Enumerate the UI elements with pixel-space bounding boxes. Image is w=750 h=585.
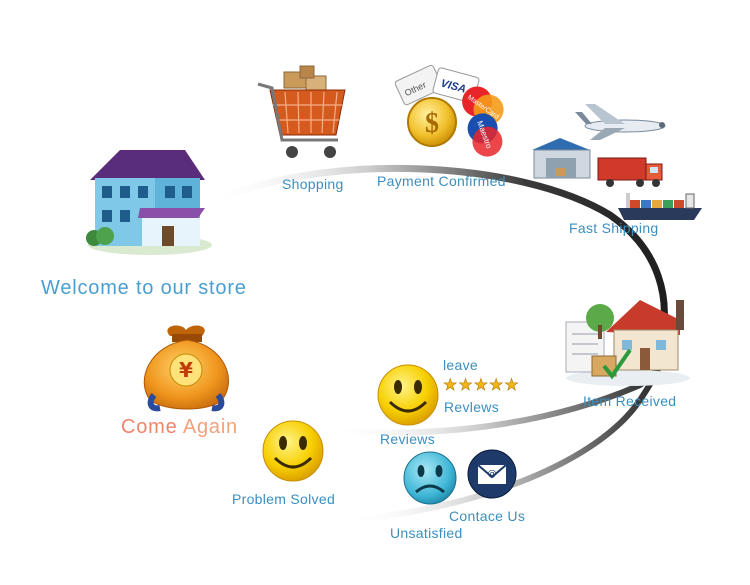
label-welcome: Welcome to our store	[41, 277, 247, 299]
house-icon	[86, 150, 212, 255]
label-shopping: Shopping	[282, 176, 344, 192]
label-payment-confirmed: Payment Confirmed	[377, 173, 506, 189]
airplane-icon	[575, 104, 666, 140]
dollar-coin-icon: $	[407, 97, 457, 147]
sad-face-icon	[403, 451, 457, 505]
label-item-received: Item Received	[583, 393, 677, 409]
label-come: Come	[121, 416, 178, 438]
label-reviews-right: Revlews	[444, 399, 500, 415]
label-fast-shipping: Fast Shipping	[569, 220, 659, 236]
received-house-icon	[565, 300, 690, 386]
label-problem-solved: Problem Solved	[232, 491, 336, 507]
svg-text:$: $	[425, 108, 439, 139]
label-contact-us: Contace Us	[449, 508, 526, 524]
warehouse-icon	[532, 138, 591, 179]
main-arc	[201, 164, 668, 349]
yen-icon: ¥	[179, 358, 193, 382]
label-again: Again	[182, 416, 238, 438]
review-stars: ★★★★★	[443, 375, 520, 394]
label-come-again: Come Again	[121, 416, 238, 439]
star-icon: ★★★★★	[443, 375, 520, 395]
smiley-icon	[377, 364, 439, 426]
label-unsatisfied: Unsatisfied	[390, 525, 463, 541]
truck-icon	[597, 157, 663, 187]
shopping-cart-icon	[257, 65, 346, 158]
svg-text:¥: ¥	[179, 358, 193, 382]
svg-text:@: @	[488, 469, 497, 479]
smiley-icon	[262, 420, 324, 482]
label-leave: leave	[443, 357, 478, 373]
cargo-ship-icon	[618, 193, 702, 220]
label-reviews-left: Reviews	[380, 431, 436, 447]
email-icon: @	[467, 449, 517, 499]
money-bag-icon	[143, 325, 230, 412]
